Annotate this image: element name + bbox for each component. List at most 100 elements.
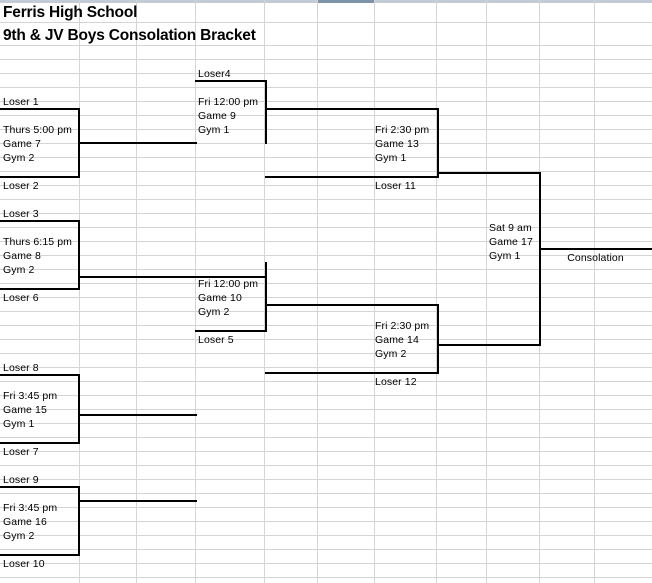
bracket-line-horizontal <box>265 176 439 178</box>
grid-row-line <box>0 73 652 74</box>
round3-match1-bottom-seed: Loser 11 <box>375 180 416 192</box>
round3-match1-daytime: Fri 2:30 pm <box>375 124 430 136</box>
grid-row-line <box>0 423 652 424</box>
grid-row-line <box>0 297 652 298</box>
bracket-line-vertical <box>265 80 267 144</box>
grid-row-line <box>0 451 652 452</box>
round2-match2-gym: Gym 2 <box>198 306 230 318</box>
grid-row-line <box>0 353 652 354</box>
grid-column-line <box>79 0 80 583</box>
grid-column-line <box>195 0 196 583</box>
grid-row-line <box>0 59 652 60</box>
grid-row-line <box>0 563 652 564</box>
final-gym: Gym 1 <box>489 250 521 262</box>
bracket-line-connector <box>78 500 197 502</box>
page-title-bracket: 9th & JV Boys Consolation Bracket <box>3 27 256 44</box>
round1-match3-daytime: Fri 3:45 pm <box>3 390 58 402</box>
round2-match2-daytime: Fri 12:00 pm <box>198 278 259 290</box>
round2-match1-daytime: Fri 12:00 pm <box>198 96 259 108</box>
grid-row-line <box>0 381 652 382</box>
grid-row-line <box>0 395 652 396</box>
grid-row-line <box>0 185 652 186</box>
bracket-line-horizontal <box>0 108 80 110</box>
grid-column-line <box>317 0 318 583</box>
round3-match2-gym: Gym 2 <box>375 348 407 360</box>
round1-match3-bottom-seed: Loser 7 <box>3 446 39 458</box>
grid-row-line <box>0 409 652 410</box>
bracket-line-horizontal <box>195 80 267 82</box>
grid-row-line <box>0 241 652 242</box>
round1-match1-bottom-seed: Loser 2 <box>3 180 39 192</box>
round1-match1-game: Game 7 <box>3 138 41 150</box>
round2-match2-bottom-seed: Loser 5 <box>198 334 234 346</box>
grid-column-line <box>136 0 137 583</box>
grid-row-line <box>0 129 652 130</box>
grid-column-line <box>436 0 437 583</box>
round1-match3-top-seed: Loser 8 <box>3 362 39 374</box>
round3-match2-game: Game 14 <box>375 334 419 346</box>
grid-row-line <box>0 283 652 284</box>
bracket-line-horizontal <box>195 330 267 332</box>
page-title-school: Ferris High School <box>3 4 138 21</box>
column-header-strip-right <box>375 0 652 3</box>
bracket-line-horizontal <box>265 304 439 306</box>
grid-row-line <box>0 101 652 102</box>
round1-match3-game: Game 15 <box>3 404 47 416</box>
grid-row-line <box>0 255 652 256</box>
round1-match2-gym: Gym 2 <box>3 264 35 276</box>
bracket-line-vertical <box>437 108 439 176</box>
round1-match2-daytime: Thurs 6:15 pm <box>3 236 72 248</box>
bracket-line-connector <box>437 172 541 174</box>
bracket-line-horizontal <box>265 108 439 110</box>
round2-match1-game: Game 9 <box>198 110 236 122</box>
round1-match3-gym: Gym 1 <box>3 418 35 430</box>
grid-row-line <box>0 437 652 438</box>
bracket-line-vertical <box>78 486 80 554</box>
bracket-line-horizontal <box>0 288 80 290</box>
grid-column-line <box>264 0 265 583</box>
grid-row-line <box>0 507 652 508</box>
column-header-strip-left <box>0 0 318 3</box>
final-daytime: Sat 9 am <box>489 222 532 234</box>
grid-row-line <box>0 549 652 550</box>
grid-row-line <box>0 213 652 214</box>
round2-match2-game: Game 10 <box>198 292 242 304</box>
grid-column-line <box>594 0 595 583</box>
bracket-line-connector <box>78 414 197 416</box>
round1-match1-daytime: Thurs 5:00 pm <box>3 124 72 136</box>
round1-match4-top-seed: Loser 9 <box>3 474 39 486</box>
grid-column-line <box>374 0 375 583</box>
grid-row-line <box>0 577 652 578</box>
bracket-line-horizontal <box>0 176 80 178</box>
grid-row-line <box>0 311 652 312</box>
grid-row-line <box>0 535 652 536</box>
grid-row-line <box>0 227 652 228</box>
bracket-line-horizontal <box>0 486 80 488</box>
bracket-line-connector <box>437 344 541 346</box>
bracket-line-horizontal <box>0 220 80 222</box>
grid-row-line <box>0 115 652 116</box>
round3-match1-game: Game 13 <box>375 138 419 150</box>
bracket-line-result <box>539 248 652 250</box>
bracket-line-vertical <box>78 220 80 288</box>
column-header-strip-selected[interactable] <box>318 0 375 3</box>
bracket-line-connector <box>78 276 267 278</box>
grid-row-line <box>0 87 652 88</box>
bracket-line-horizontal <box>0 442 80 444</box>
grid-row-line <box>0 143 652 144</box>
bracket-line-vertical <box>78 374 80 442</box>
bracket-line-vertical <box>265 262 267 330</box>
grid-row-line <box>0 199 652 200</box>
round1-match1-gym: Gym 2 <box>3 152 35 164</box>
grid-row-line <box>0 157 652 158</box>
grid-row-line <box>0 269 652 270</box>
grid-row-line <box>0 325 652 326</box>
round3-match2-bottom-seed: Loser 12 <box>375 376 417 388</box>
grid-row-line <box>0 339 652 340</box>
round1-match4-game: Game 16 <box>3 516 47 528</box>
grid-row-line <box>0 493 652 494</box>
result-label-consolation: Consolation <box>567 252 624 264</box>
round1-match2-top-seed: Loser 3 <box>3 208 39 220</box>
grid-row-line <box>0 521 652 522</box>
round1-match4-bottom-seed: Loser 10 <box>3 558 45 570</box>
